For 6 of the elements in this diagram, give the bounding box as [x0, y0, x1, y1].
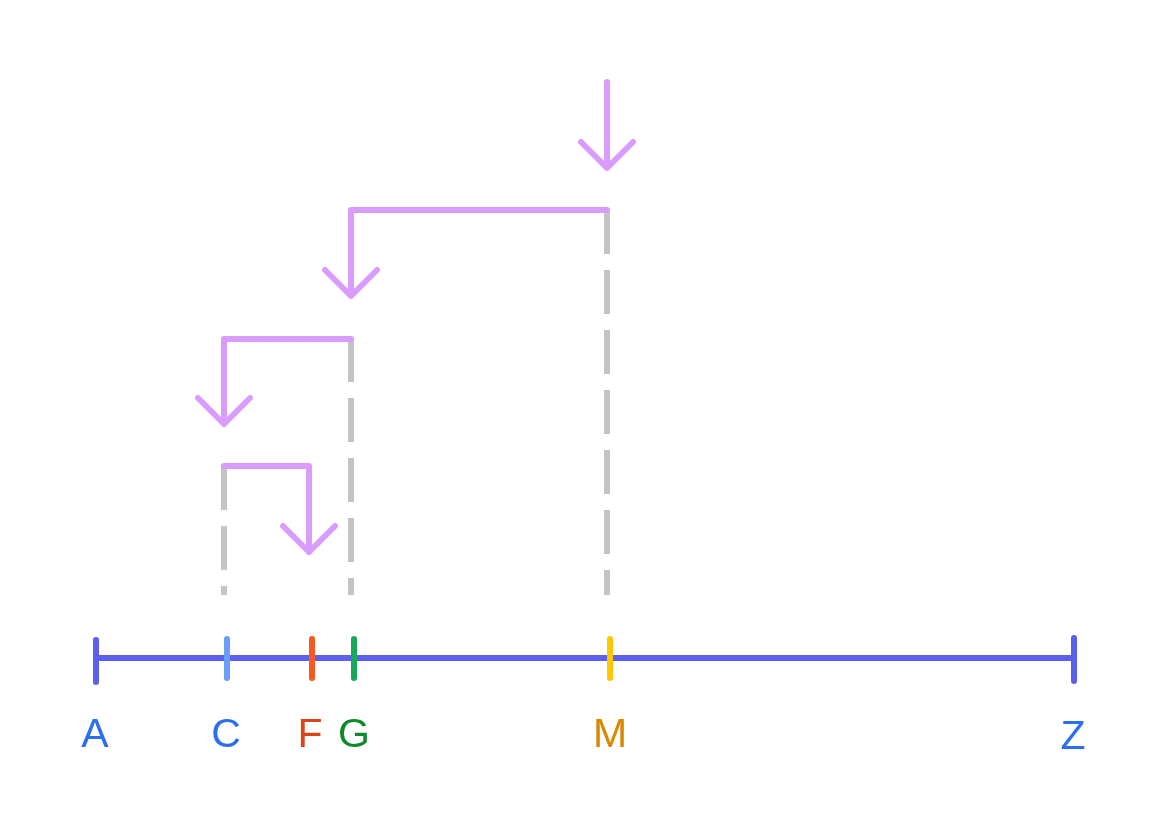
point-label: M	[592, 712, 628, 754]
point-label: F	[297, 712, 323, 754]
point-label: G	[338, 712, 370, 754]
point-label: A	[81, 712, 109, 754]
point-label: C	[211, 712, 241, 754]
point-label: Z	[1060, 714, 1086, 756]
